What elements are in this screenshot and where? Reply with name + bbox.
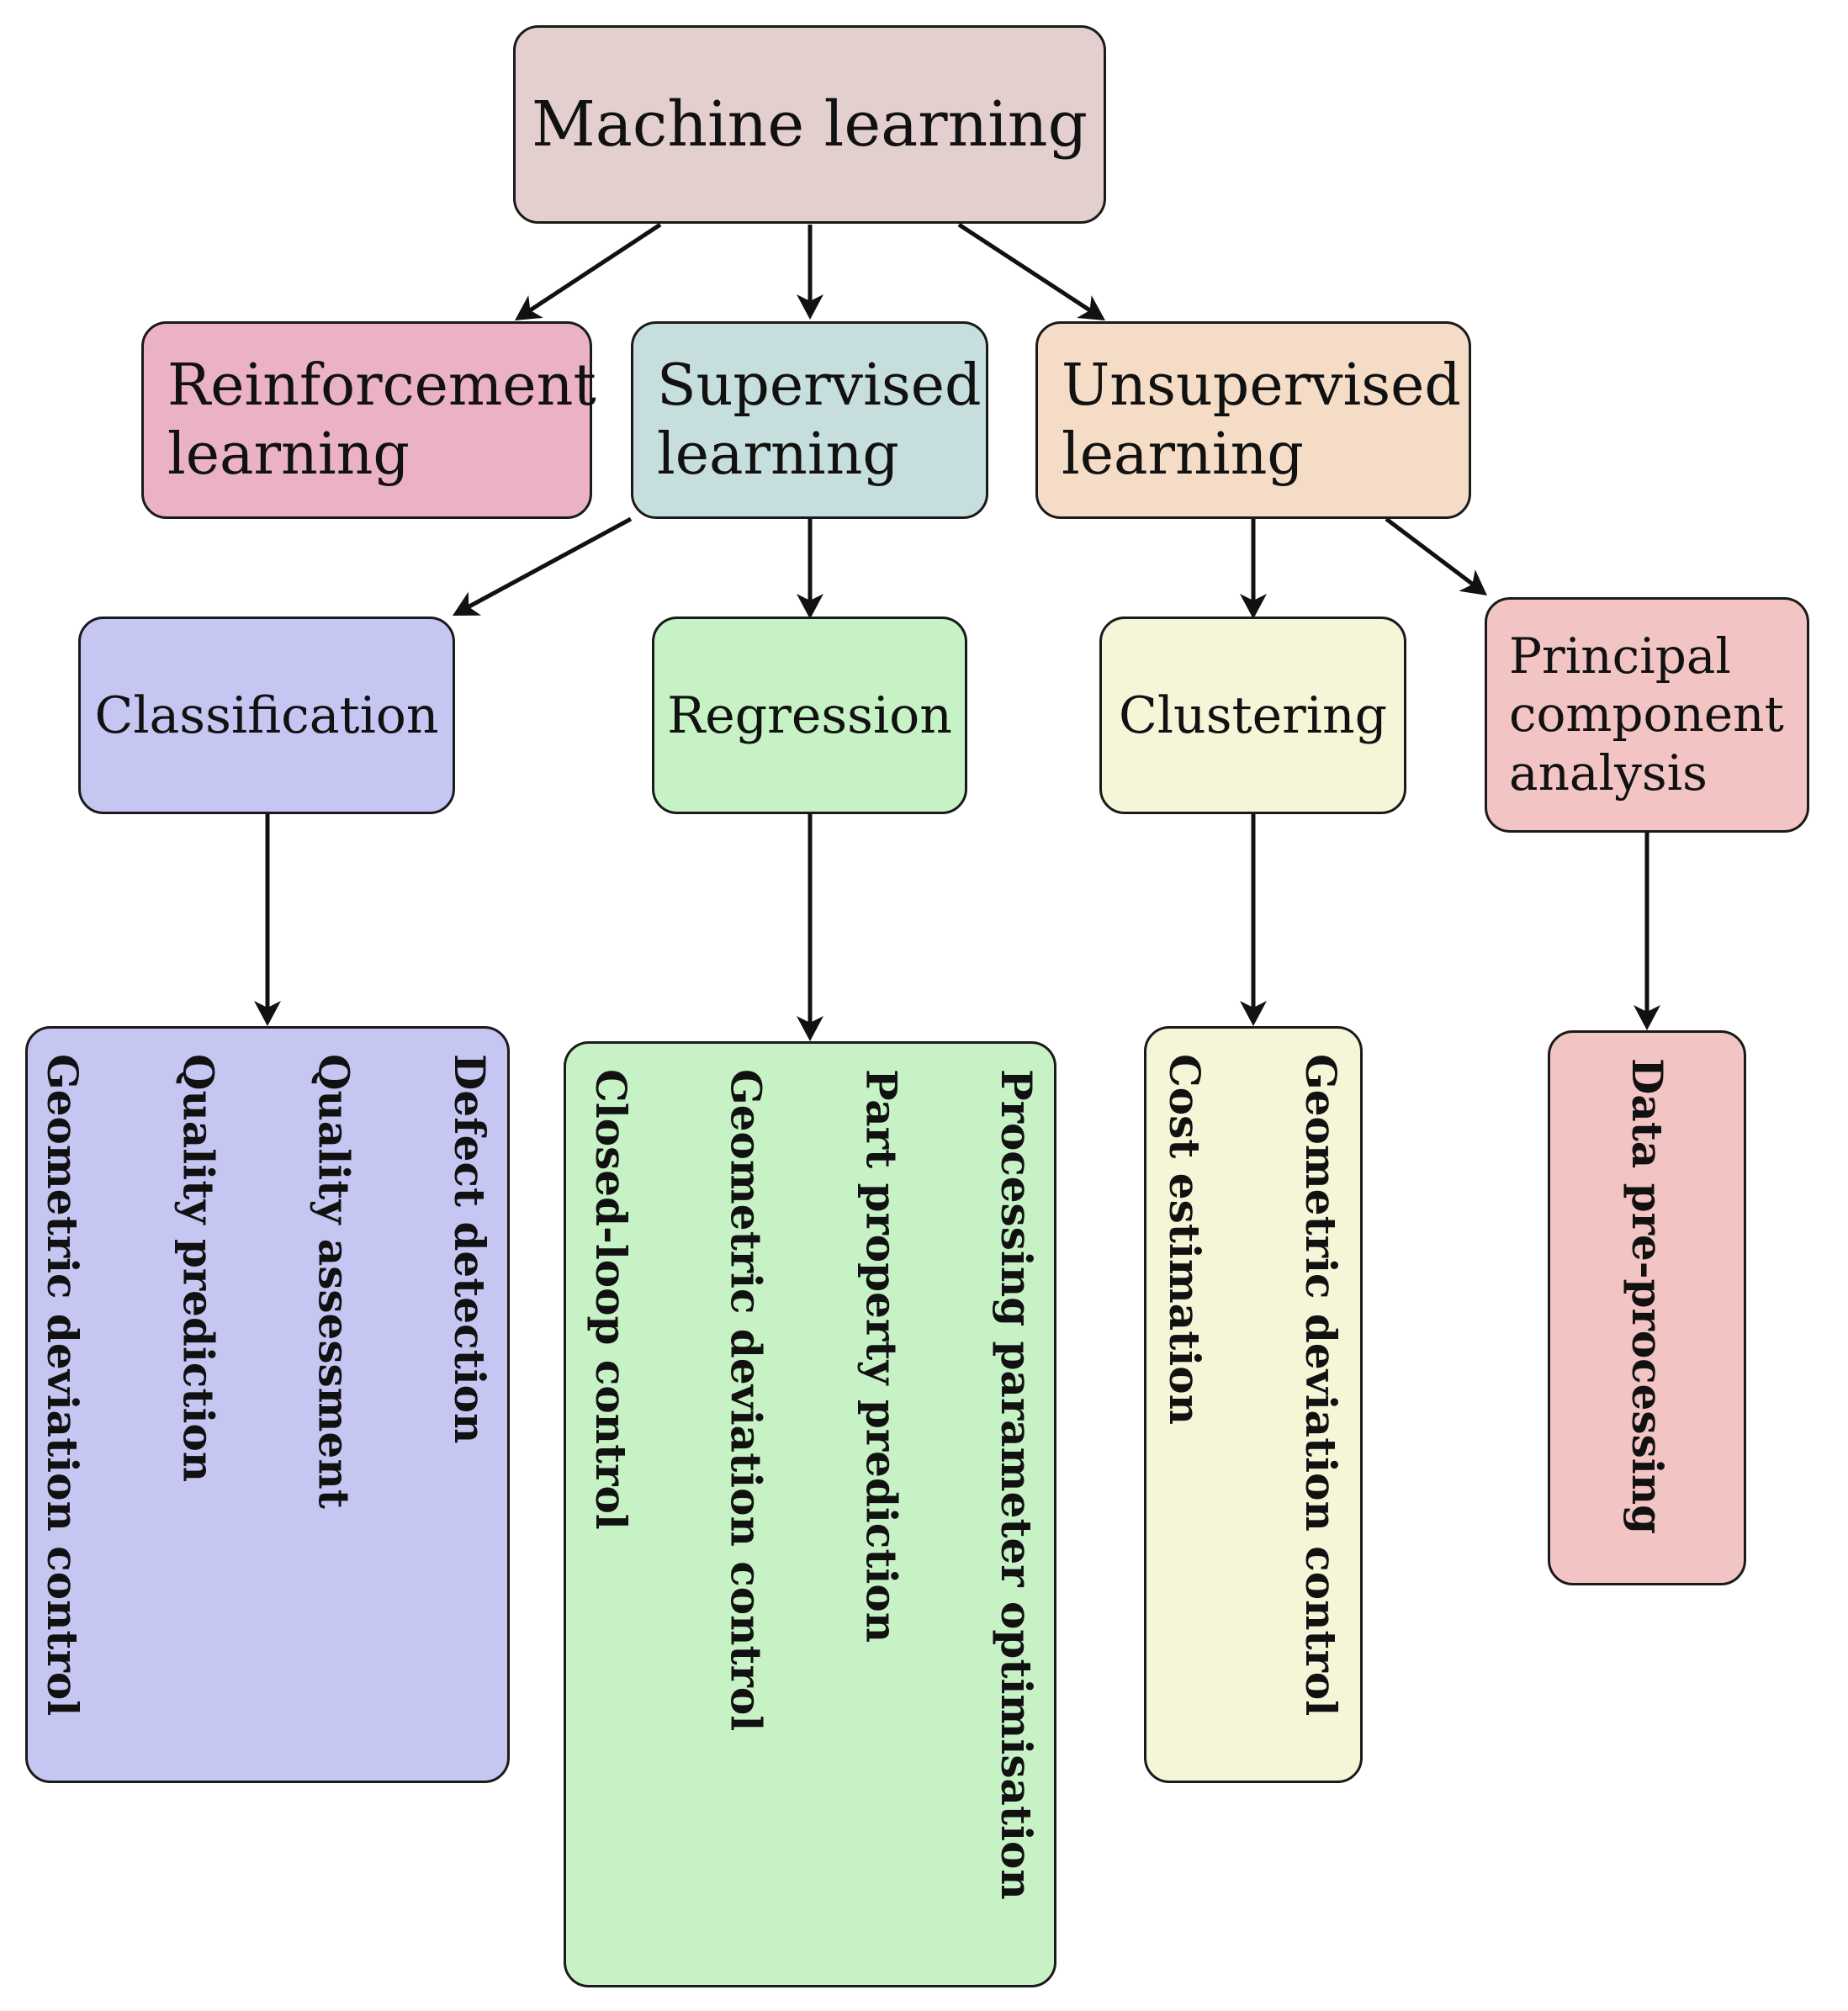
node-unsupervised-line2: learning	[1062, 421, 1304, 488]
node-clustering: Clustering	[1099, 617, 1406, 814]
node-pca-line1: Principal	[1509, 627, 1731, 685]
node-supervised-line1: Supervised	[657, 352, 982, 419]
edge-root-unsupervised	[957, 222, 1102, 320]
arrowhead-unsupervised	[1077, 295, 1105, 320]
app-data-pre-processing: Data pre-processing	[1623, 1058, 1672, 1535]
edge-unsupervised-pca	[1385, 517, 1484, 593]
app-part-property-prediction: Part property prediction	[856, 1069, 907, 1643]
edge-root-reinforcement	[518, 222, 662, 320]
node-reinforcement-learning: Reinforcement learning	[141, 321, 596, 519]
app-geometric-deviation-control: Geometric deviation control	[1296, 1054, 1346, 1717]
arrowhead-supervised	[797, 294, 823, 320]
leaf-classification-applications: Defect detection Quality assessment Qual…	[25, 1026, 510, 1783]
edge-supervised-classification	[457, 516, 633, 615]
app-closed-loop-control: Closed-loop control	[586, 1069, 636, 1530]
leaf-regression-applications: Processing parameter optimisation Part p…	[564, 1041, 1056, 1987]
app-geometric-deviation-control: Geometric deviation control	[38, 1054, 87, 1717]
node-unsupervised-learning: Unsupervised learning	[1035, 321, 1471, 519]
node-supervised-line2: learning	[657, 421, 899, 488]
node-regression-label: Regression	[667, 685, 952, 745]
arrowhead-clustering-leaf	[1240, 1001, 1267, 1026]
arrowhead-regression	[797, 594, 823, 619]
app-geometric-deviation-control: Geometric deviation control	[721, 1069, 771, 1732]
node-supervised-learning: Supervised learning	[631, 321, 988, 519]
node-machine-learning-label: Machine learning	[532, 87, 1088, 161]
arrowhead-classification	[453, 591, 481, 616]
app-cost-estimation: Cost estimation	[1160, 1054, 1210, 1425]
app-quality-assessment: Quality assessment	[309, 1054, 359, 1509]
arrowhead-pca-leaf	[1634, 1005, 1660, 1030]
app-defect-detection: Defect detection	[444, 1054, 495, 1444]
node-classification: Classification	[78, 617, 455, 814]
app-processing-parameter-optimisation: Processing parameter optimisation	[991, 1069, 1041, 1900]
arrowhead-classification-leaf	[254, 1001, 281, 1026]
node-pca-line2: component	[1509, 685, 1784, 744]
node-machine-learning: Machine learning	[513, 25, 1106, 224]
node-regression: Regression	[652, 617, 967, 814]
node-unsupervised-line1: Unsupervised	[1062, 352, 1461, 419]
app-quality-prediction: Quality prediction	[173, 1054, 224, 1483]
arrowhead-reinforcement	[515, 295, 543, 320]
arrowhead-clustering	[1240, 594, 1267, 619]
node-clustering-label: Clustering	[1118, 685, 1388, 745]
arrowhead-regression-leaf	[797, 1016, 823, 1041]
node-classification-label: Classification	[94, 685, 439, 745]
node-reinforcement-line2: learning	[167, 421, 410, 488]
arrowhead-pca	[1459, 569, 1487, 595]
leaf-pca-applications: Data pre-processing	[1548, 1030, 1746, 1585]
node-pca-line3: analysis	[1509, 744, 1708, 802]
leaf-clustering-applications: Geometric deviation control Cost estimat…	[1144, 1026, 1363, 1783]
node-pca: Principal component analysis	[1485, 597, 1809, 833]
node-reinforcement-line1: Reinforcement	[167, 352, 596, 419]
